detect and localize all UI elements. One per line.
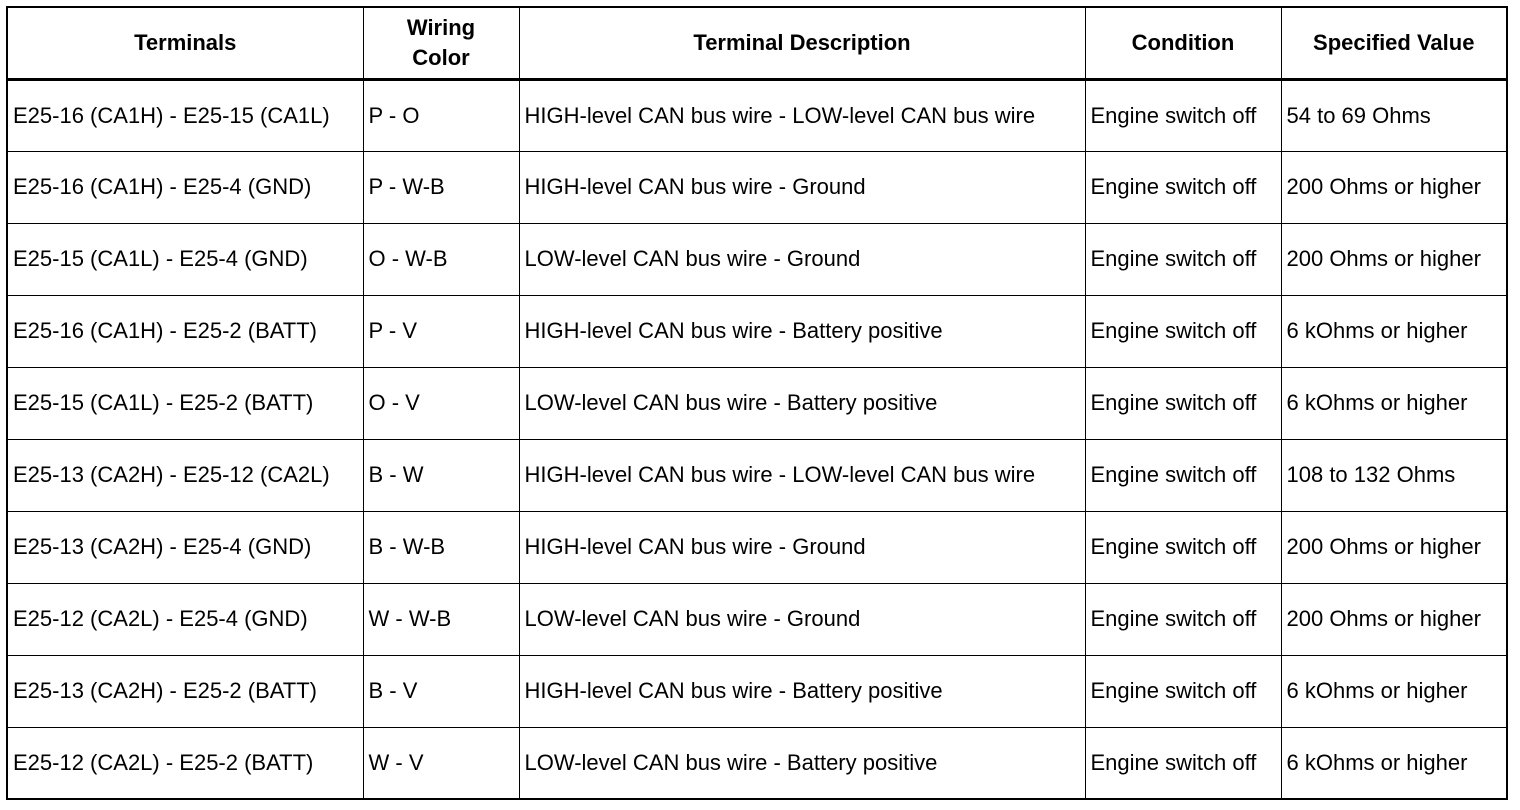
header-specified-value: Specified Value bbox=[1280, 6, 1508, 81]
header-condition: Condition bbox=[1084, 6, 1282, 81]
cell-specified-value: 54 to 69 Ohms bbox=[1280, 78, 1508, 152]
cell-specified-value: 200 Ohms or higher bbox=[1280, 510, 1508, 584]
cell-terminal-description: HIGH-level CAN bus wire - Battery positi… bbox=[518, 294, 1086, 368]
cell-specified-value: 6 kOhms or higher bbox=[1280, 294, 1508, 368]
cell-terminals: E25-12 (CA2L) - E25-2 (BATT) bbox=[6, 726, 364, 800]
cell-condition: Engine switch off bbox=[1084, 222, 1282, 296]
cell-condition: Engine switch off bbox=[1084, 294, 1282, 368]
cell-terminal-description: LOW-level CAN bus wire - Battery positiv… bbox=[518, 366, 1086, 440]
table-row: E25-12 (CA2L) - E25-4 (GND) W - W-B LOW-… bbox=[6, 582, 1508, 656]
cell-specified-value: 108 to 132 Ohms bbox=[1280, 438, 1508, 512]
cell-terminal-description: LOW-level CAN bus wire - Ground bbox=[518, 222, 1086, 296]
cell-terminals: E25-15 (CA1L) - E25-2 (BATT) bbox=[6, 366, 364, 440]
cell-specified-value: 6 kOhms or higher bbox=[1280, 654, 1508, 728]
header-terminal-description: Terminal Description bbox=[518, 6, 1086, 81]
cell-terminal-description: HIGH-level CAN bus wire - Ground bbox=[518, 510, 1086, 584]
cell-wiring-color: B - V bbox=[362, 654, 520, 728]
cell-wiring-color: O - W-B bbox=[362, 222, 520, 296]
cell-terminals: E25-16 (CA1H) - E25-15 (CA1L) bbox=[6, 78, 364, 152]
table-row: E25-13 (CA2H) - E25-4 (GND) B - W-B HIGH… bbox=[6, 510, 1508, 584]
cell-condition: Engine switch off bbox=[1084, 726, 1282, 800]
table-body: E25-16 (CA1H) - E25-15 (CA1L) P - O HIGH… bbox=[6, 78, 1508, 800]
cell-terminal-description: HIGH-level CAN bus wire - LOW-level CAN … bbox=[518, 438, 1086, 512]
header-wiring-color-line2: Color bbox=[412, 44, 470, 70]
cell-terminal-description: HIGH-level CAN bus wire - Battery positi… bbox=[518, 654, 1086, 728]
cell-wiring-color: W - V bbox=[362, 726, 520, 800]
cell-terminal-description: HIGH-level CAN bus wire - LOW-level CAN … bbox=[518, 78, 1086, 152]
table-row: E25-12 (CA2L) - E25-2 (BATT) W - V LOW-l… bbox=[6, 726, 1508, 800]
cell-wiring-color: B - W bbox=[362, 438, 520, 512]
cell-condition: Engine switch off bbox=[1084, 366, 1282, 440]
cell-specified-value: 6 kOhms or higher bbox=[1280, 726, 1508, 800]
cell-wiring-color: P - W-B bbox=[362, 150, 520, 224]
cell-terminal-description: LOW-level CAN bus wire - Battery positiv… bbox=[518, 726, 1086, 800]
table-row: E25-13 (CA2H) - E25-12 (CA2L) B - W HIGH… bbox=[6, 438, 1508, 512]
cell-specified-value: 200 Ohms or higher bbox=[1280, 150, 1508, 224]
table-row: E25-16 (CA1H) - E25-4 (GND) P - W-B HIGH… bbox=[6, 150, 1508, 224]
cell-terminals: E25-13 (CA2H) - E25-4 (GND) bbox=[6, 510, 364, 584]
cell-terminals: E25-13 (CA2H) - E25-2 (BATT) bbox=[6, 654, 364, 728]
cell-condition: Engine switch off bbox=[1084, 78, 1282, 152]
table-row: E25-16 (CA1H) - E25-2 (BATT) P - V HIGH-… bbox=[6, 294, 1508, 368]
table-row: E25-15 (CA1L) - E25-4 (GND) O - W-B LOW-… bbox=[6, 222, 1508, 296]
cell-terminal-description: HIGH-level CAN bus wire - Ground bbox=[518, 150, 1086, 224]
cell-wiring-color: P - V bbox=[362, 294, 520, 368]
cell-terminal-description: LOW-level CAN bus wire - Ground bbox=[518, 582, 1086, 656]
header-wiring-color-line1: Wiring bbox=[406, 14, 476, 40]
cell-condition: Engine switch off bbox=[1084, 510, 1282, 584]
cell-condition: Engine switch off bbox=[1084, 150, 1282, 224]
table-row: E25-15 (CA1L) - E25-2 (BATT) O - V LOW-l… bbox=[6, 366, 1508, 440]
cell-wiring-color: P - O bbox=[362, 78, 520, 152]
cell-condition: Engine switch off bbox=[1084, 438, 1282, 512]
header-terminals: Terminals bbox=[6, 6, 364, 81]
cell-terminals: E25-13 (CA2H) - E25-12 (CA2L) bbox=[6, 438, 364, 512]
table-row: E25-16 (CA1H) - E25-15 (CA1L) P - O HIGH… bbox=[6, 78, 1508, 152]
cell-wiring-color: O - V bbox=[362, 366, 520, 440]
cell-specified-value: 200 Ohms or higher bbox=[1280, 222, 1508, 296]
cell-specified-value: 6 kOhms or higher bbox=[1280, 366, 1508, 440]
cell-terminals: E25-15 (CA1L) - E25-4 (GND) bbox=[6, 222, 364, 296]
cell-specified-value: 200 Ohms or higher bbox=[1280, 582, 1508, 656]
cell-condition: Engine switch off bbox=[1084, 654, 1282, 728]
cell-wiring-color: W - W-B bbox=[362, 582, 520, 656]
cell-condition: Engine switch off bbox=[1084, 582, 1282, 656]
cell-terminals: E25-16 (CA1H) - E25-4 (GND) bbox=[6, 150, 364, 224]
table-row: E25-13 (CA2H) - E25-2 (BATT) B - V HIGH-… bbox=[6, 654, 1508, 728]
cell-wiring-color: B - W-B bbox=[362, 510, 520, 584]
cell-terminals: E25-12 (CA2L) - E25-4 (GND) bbox=[6, 582, 364, 656]
cell-terminals: E25-16 (CA1H) - E25-2 (BATT) bbox=[6, 294, 364, 368]
